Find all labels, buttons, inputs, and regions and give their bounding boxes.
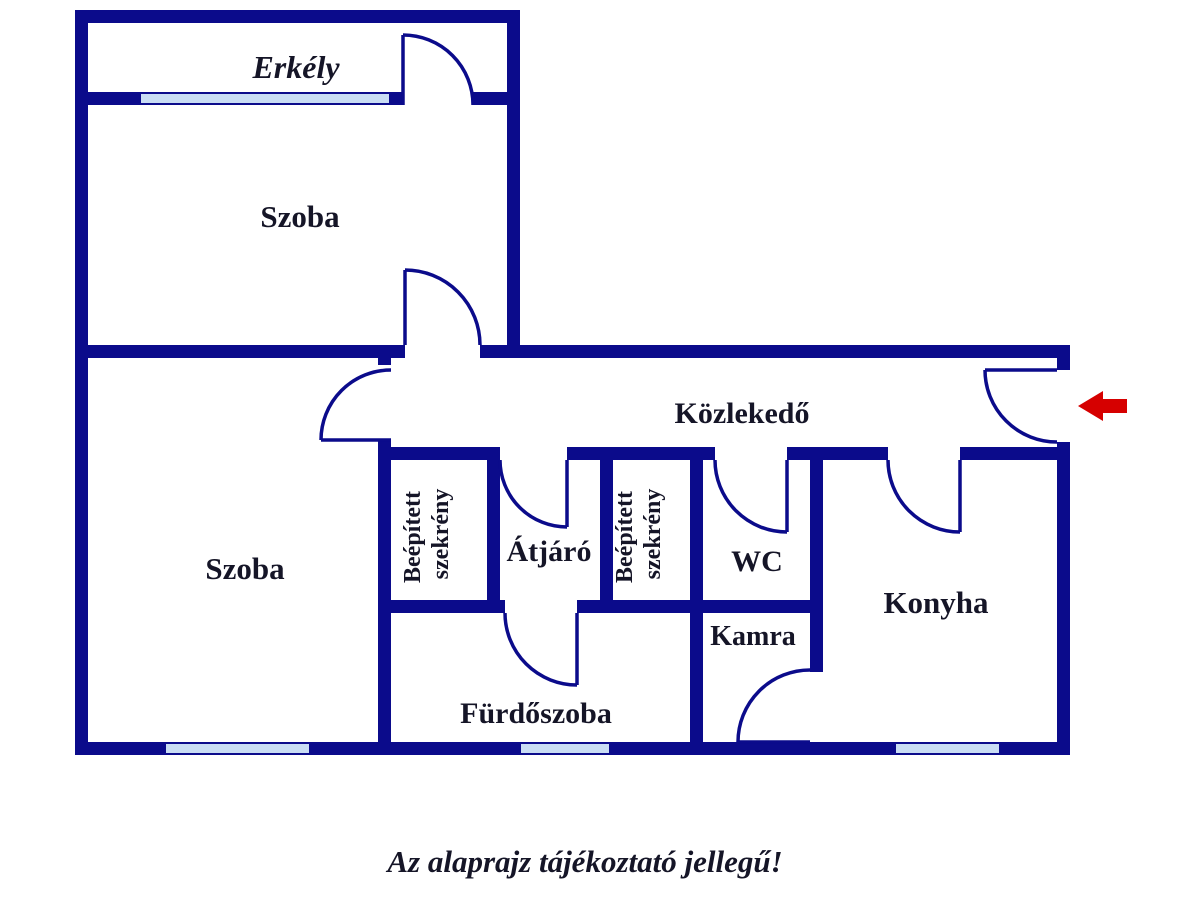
wall-segment bbox=[600, 447, 613, 613]
room-label-szekreny-2: Beépített szekrény bbox=[612, 485, 666, 583]
room-label-kamra: Kamra bbox=[710, 621, 796, 652]
room-label-szoba-left: Szoba bbox=[205, 551, 285, 586]
door-arc bbox=[886, 459, 961, 534]
wall-segment bbox=[1057, 442, 1070, 755]
room-label-szekreny-1: Beépített szekrény bbox=[400, 485, 454, 583]
wall-segment bbox=[810, 447, 823, 672]
wall-segment bbox=[787, 447, 888, 460]
room-labels: Erkély Szoba Szoba Közlekedő Átjáró WC K… bbox=[205, 49, 989, 730]
door-furdoszoba bbox=[503, 612, 579, 687]
wall-segment bbox=[391, 447, 500, 460]
window-konyha bbox=[894, 742, 1001, 755]
wall-segment bbox=[473, 92, 520, 105]
wall-segment bbox=[507, 10, 520, 358]
wall-segment bbox=[480, 345, 1070, 358]
door-szoba-top bbox=[403, 268, 482, 346]
wall-segment bbox=[310, 742, 520, 755]
door-arc bbox=[402, 33, 475, 106]
wall-segment bbox=[75, 742, 165, 755]
window-furdoszoba bbox=[519, 742, 611, 755]
wall-segment bbox=[378, 440, 391, 755]
entrance-arrow-icon bbox=[1078, 391, 1127, 421]
room-label-wc: WC bbox=[731, 545, 783, 578]
walls bbox=[75, 10, 1070, 755]
room-label-atjaro: Átjáró bbox=[507, 535, 592, 568]
room-label-szoba-top: Szoba bbox=[260, 199, 340, 234]
door-arc bbox=[404, 268, 482, 346]
room-label-konyha: Konyha bbox=[883, 585, 989, 620]
door-arc bbox=[503, 612, 578, 687]
door-kamra bbox=[736, 668, 811, 744]
doors bbox=[319, 33, 1058, 744]
door-szoba-left bbox=[319, 368, 392, 442]
wall-segment bbox=[391, 600, 505, 613]
wall-segment bbox=[960, 447, 1070, 460]
wall-segment bbox=[390, 92, 403, 105]
wall-segment bbox=[577, 600, 823, 613]
window-balcony bbox=[139, 92, 391, 105]
door-konyha bbox=[886, 459, 962, 534]
room-label-furdoszoba: Fürdőszoba bbox=[460, 697, 612, 730]
wall-segment bbox=[610, 742, 895, 755]
room-label-szekreny-1-line2: szekrény bbox=[428, 489, 454, 580]
wall-segment bbox=[75, 92, 140, 105]
disclaimer-text: Az alaprajz tájékoztató jellegű! bbox=[385, 844, 782, 879]
door-wc bbox=[713, 459, 789, 534]
room-label-kozlekedo: Közlekedő bbox=[675, 397, 810, 430]
door-arc bbox=[713, 459, 788, 534]
wall-segment bbox=[1000, 742, 1070, 755]
door-atjaro bbox=[498, 459, 569, 529]
wall-segment bbox=[378, 345, 391, 365]
door-arc bbox=[736, 668, 811, 743]
windows bbox=[139, 92, 1001, 755]
room-label-szekreny-2-line2: szekrény bbox=[640, 489, 666, 580]
wall-segment bbox=[1057, 345, 1070, 370]
room-label-erkely: Erkély bbox=[251, 49, 340, 85]
door-arc bbox=[498, 459, 568, 529]
window-szoba-left bbox=[164, 742, 311, 755]
door-arc bbox=[983, 369, 1058, 444]
door-entrance bbox=[983, 368, 1058, 444]
door-arc bbox=[319, 368, 392, 441]
wall-segment bbox=[487, 447, 500, 613]
wall-segment bbox=[75, 345, 405, 358]
wall-segment bbox=[75, 10, 88, 755]
wall-segment bbox=[75, 10, 520, 23]
room-label-szekreny-1-line1: Beépített bbox=[400, 491, 426, 583]
door-balcony bbox=[401, 33, 475, 106]
room-label-szekreny-2-line1: Beépített bbox=[612, 491, 638, 583]
